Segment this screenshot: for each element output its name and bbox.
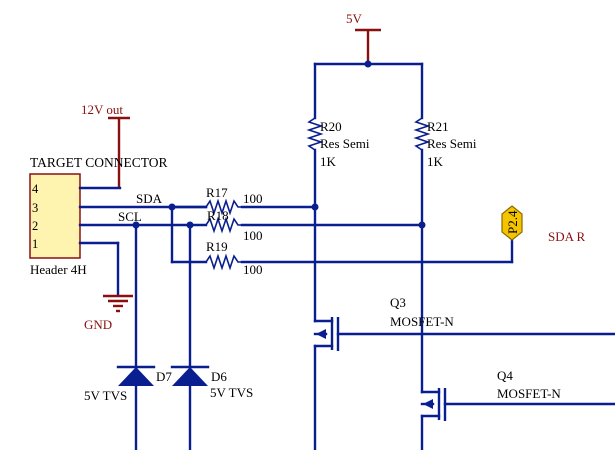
vcc-12v-symbol <box>108 116 130 188</box>
vcc-5v-symbol <box>355 28 381 64</box>
d6-type: 5V TVS <box>210 385 253 400</box>
d7-ref: D7 <box>156 369 172 384</box>
r20-value: 1K <box>320 154 337 169</box>
q4-type: MOSFET-N <box>497 386 561 401</box>
port-p24-marker <box>501 205 523 241</box>
r20-desc: Res Semi <box>320 136 370 151</box>
q3-mosfet <box>313 317 615 450</box>
connector-pin-2: 2 <box>32 219 38 233</box>
d7-type: 5V TVS <box>84 388 127 403</box>
q4-ref: Q4 <box>497 368 513 383</box>
port-p24-label: P2.4 <box>505 210 520 234</box>
gnd-label: GND <box>84 317 112 332</box>
r20-ref: R20 <box>320 119 342 134</box>
r19-value: 100 <box>243 262 263 277</box>
d6-diode <box>170 365 210 450</box>
r17-ref: R17 <box>206 185 228 200</box>
sda-r-label: SDA R <box>548 229 586 244</box>
r21-desc: Res Semi <box>427 136 477 151</box>
vcc-5v-label: 5V <box>346 11 363 26</box>
junction-r18-r21 <box>418 221 426 229</box>
connector-type: Header 4H <box>30 262 87 277</box>
r21-value: 1K <box>427 154 444 169</box>
r18-value: 100 <box>243 228 263 243</box>
q3-ref: Q3 <box>390 295 406 310</box>
connector-body <box>29 173 81 259</box>
connector-title: TARGET CONNECTOR <box>30 155 168 170</box>
junction-r17-r20 <box>311 203 319 211</box>
r19-ref: R19 <box>206 239 228 254</box>
r18-resistor <box>205 216 242 234</box>
junction-5v <box>364 60 372 68</box>
q4-mosfet <box>420 388 615 450</box>
d7-diode <box>116 365 156 450</box>
r18-ref: R18 <box>207 208 229 223</box>
r17-resistor <box>205 198 242 216</box>
q3-type: MOSFET-N <box>390 314 454 329</box>
r21-resistor <box>413 117 431 151</box>
vcc-12v-label: 12V out <box>81 102 123 117</box>
r20-resistor <box>306 117 324 151</box>
junction-sda <box>168 203 176 211</box>
vcc-rail <box>313 62 424 120</box>
r21-ref: R21 <box>427 119 449 134</box>
scl-net-label: SCL <box>118 209 142 224</box>
r19-resistor <box>205 253 242 271</box>
gnd-symbol <box>103 294 133 313</box>
connector-pin-1: 1 <box>32 237 38 251</box>
connector-pin-3: 3 <box>32 201 38 215</box>
r17-value: 100 <box>243 191 263 206</box>
d6-ref: D6 <box>211 369 227 384</box>
connector-pin-4: 4 <box>32 182 39 196</box>
sda-net-label: SDA <box>136 191 163 206</box>
